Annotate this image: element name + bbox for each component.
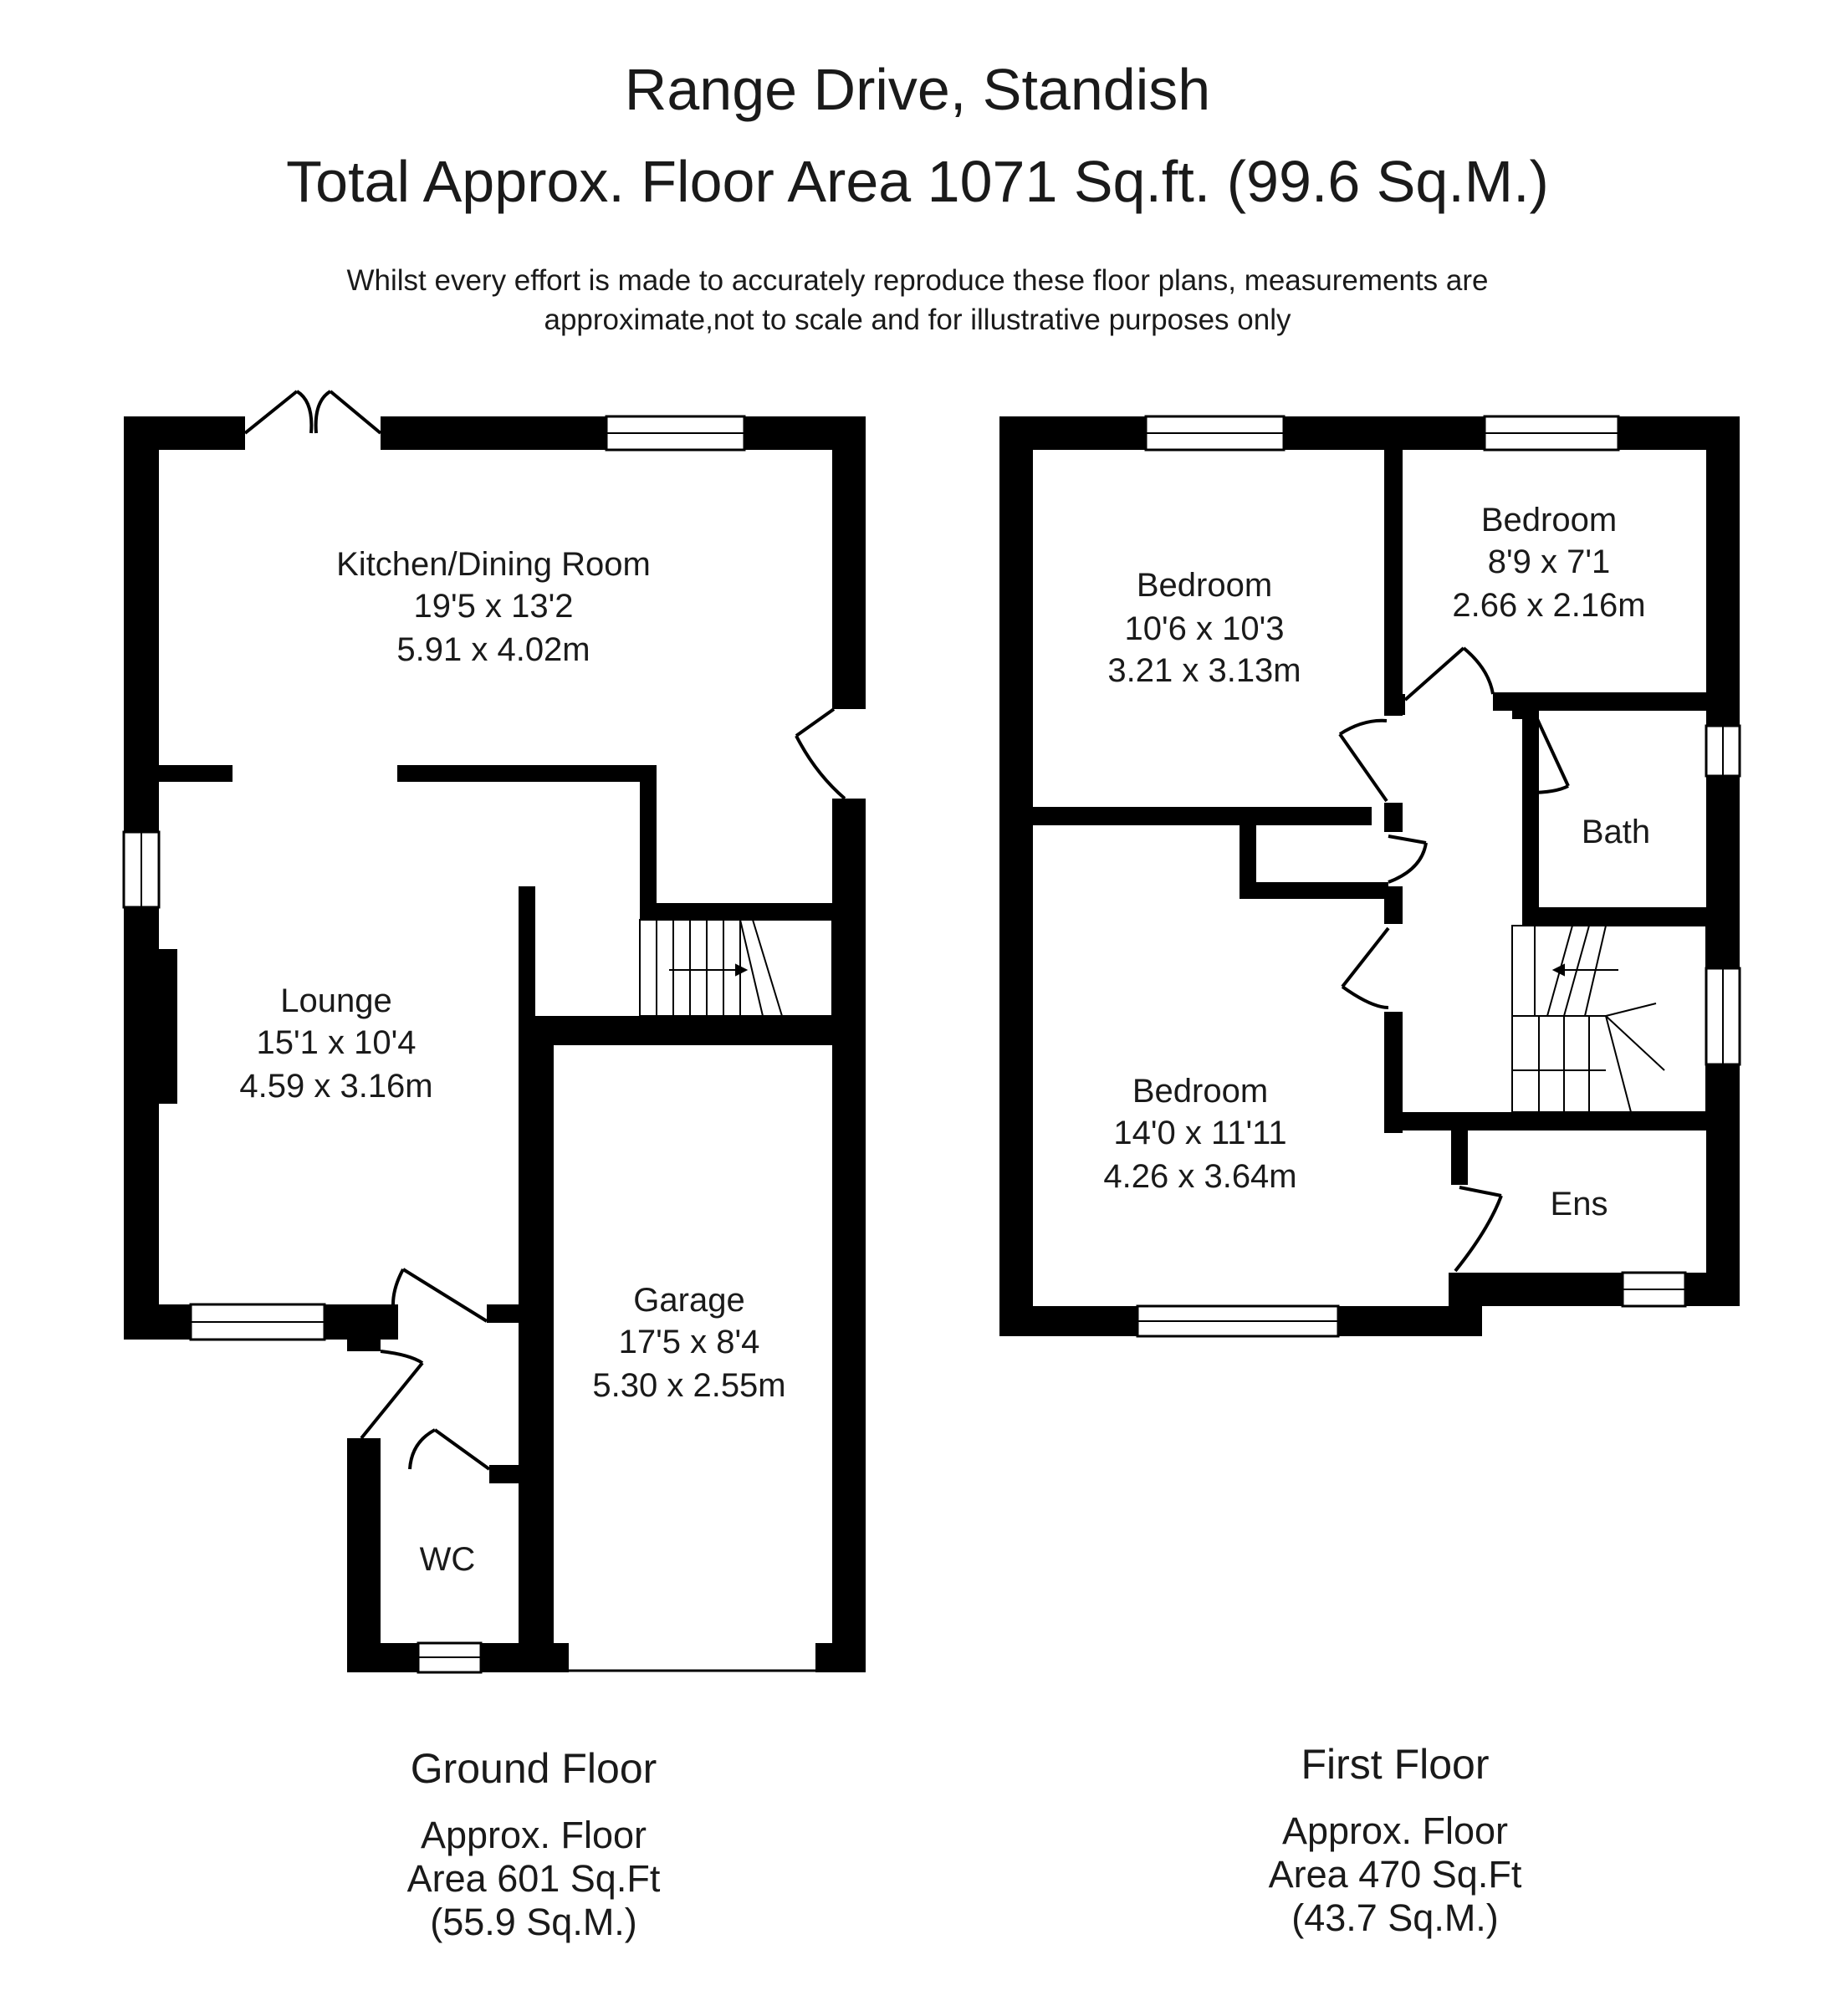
wall xyxy=(832,799,866,903)
wall xyxy=(1522,907,1706,926)
wall xyxy=(124,907,159,1304)
wall xyxy=(381,416,606,450)
wall xyxy=(1240,882,1388,899)
lounge-name: Lounge xyxy=(280,982,391,1019)
wall xyxy=(1384,450,1403,716)
wall xyxy=(1451,1130,1468,1185)
wall xyxy=(815,1643,866,1672)
wall xyxy=(1384,803,1403,832)
wall xyxy=(1384,1012,1403,1133)
wall xyxy=(519,1045,554,1672)
wall xyxy=(640,765,657,911)
bedroom3-metric: 4.26 x 3.64m xyxy=(1103,1158,1296,1195)
property-title: Range Drive, Standish xyxy=(624,57,1211,122)
bedroom2-metric: 2.66 x 2.16m xyxy=(1452,587,1645,624)
first-floor-area-line-2: Area 470 Sq.Ft xyxy=(1268,1853,1522,1896)
ground-floor-plan: Kitchen/Dining Room 19'5 x 13'2 5.91 x 4… xyxy=(122,390,866,1674)
doors xyxy=(1338,646,1570,1273)
bedroom3-name: Bedroom xyxy=(1132,1073,1268,1110)
wall xyxy=(1033,807,1372,825)
front-door xyxy=(360,1268,491,1471)
wall xyxy=(519,1643,569,1672)
bedroom2-imperial: 8'9 x 7'1 xyxy=(1488,544,1610,580)
wall xyxy=(832,1045,866,1672)
wall xyxy=(1384,886,1403,924)
disclaimer-line-1: Whilst every effort is made to accuratel… xyxy=(346,264,1489,297)
first-floor-area-line-3: (43.7 Sq.M.) xyxy=(1291,1896,1499,1939)
wall xyxy=(347,1340,381,1351)
first-floor-plan: Bedroom 10'6 x 10'3 3.21 x 3.13m Bedroom… xyxy=(999,415,1741,1338)
wall xyxy=(489,1465,519,1483)
wall xyxy=(124,780,159,832)
staircase xyxy=(639,919,833,1017)
wall xyxy=(1706,1064,1740,1305)
french-doors xyxy=(243,390,382,435)
wall xyxy=(832,920,866,1045)
wall xyxy=(832,903,866,920)
total-floor-area: Total Approx. Floor Area 1071 Sq.ft. (99… xyxy=(286,149,1549,214)
bath-name: Bath xyxy=(1582,814,1650,850)
lounge-imperial: 15'1 x 10'4 xyxy=(257,1024,417,1061)
chimney-breast xyxy=(159,949,177,1104)
bedroom1-imperial: 10'6 x 10'3 xyxy=(1125,610,1285,647)
wall xyxy=(1384,1112,1706,1130)
wall xyxy=(124,416,159,780)
garage-imperial: 17'5 x 8'4 xyxy=(619,1324,760,1360)
ground-floor-area-line-2: Area 601 Sq.Ft xyxy=(406,1857,661,1900)
kitchen-imperial: 19'5 x 13'2 xyxy=(414,588,574,625)
side-door xyxy=(795,707,846,800)
first-floor-label: First Floor Approx. Floor Area 470 Sq.Ft… xyxy=(1186,1739,1604,1940)
wall xyxy=(999,416,1033,1336)
wall xyxy=(1449,1273,1482,1336)
kitchen-name: Kitchen/Dining Room xyxy=(336,546,651,583)
first-floor-area-line-1: Approx. Floor xyxy=(1281,1809,1509,1852)
wall xyxy=(1685,1273,1740,1306)
wall xyxy=(999,1306,1137,1336)
wall xyxy=(347,1643,418,1672)
wall xyxy=(1468,1273,1623,1306)
bedroom2-name: Bedroom xyxy=(1481,502,1617,538)
wall xyxy=(832,416,866,709)
wall xyxy=(1388,694,1405,715)
ensuite-name: Ens xyxy=(1551,1186,1608,1222)
wall xyxy=(1284,416,1485,450)
wall xyxy=(1706,416,1740,726)
wall xyxy=(1706,776,1740,968)
wall xyxy=(159,765,233,782)
wall xyxy=(1522,711,1539,907)
garage-metric: 5.30 x 2.55m xyxy=(592,1367,785,1404)
bedroom3-imperial: 14'0 x 11'11 xyxy=(1113,1115,1286,1151)
disclaimer-line-2: approximate,not to scale and for illustr… xyxy=(544,304,1291,336)
kitchen-metric: 5.91 x 4.02m xyxy=(396,631,590,668)
bedroom1-name: Bedroom xyxy=(1137,567,1272,604)
wall xyxy=(1493,692,1706,711)
ground-floor-name: Ground Floor xyxy=(410,1745,657,1792)
bedroom1-metric: 3.21 x 3.13m xyxy=(1107,652,1301,689)
wall xyxy=(124,1304,191,1340)
ground-floor-area-line-1: Approx. Floor xyxy=(420,1814,647,1856)
wall xyxy=(640,903,832,920)
wc-name: WC xyxy=(420,1541,476,1578)
staircase xyxy=(1511,925,1707,1113)
lounge-metric: 4.59 x 3.16m xyxy=(239,1068,432,1105)
wall xyxy=(481,1643,523,1672)
first-floor-name: First Floor xyxy=(1301,1741,1490,1788)
wall xyxy=(347,1438,381,1672)
wall xyxy=(325,1304,398,1340)
garage-name: Garage xyxy=(633,1282,744,1319)
wall xyxy=(397,765,657,782)
wall xyxy=(1240,825,1256,899)
ground-floor-area-line-3: (55.9 Sq.M.) xyxy=(430,1901,637,1943)
wall xyxy=(519,1016,861,1045)
ground-floor-label: Ground Floor Approx. Floor Area 601 Sq.F… xyxy=(325,1743,743,1944)
